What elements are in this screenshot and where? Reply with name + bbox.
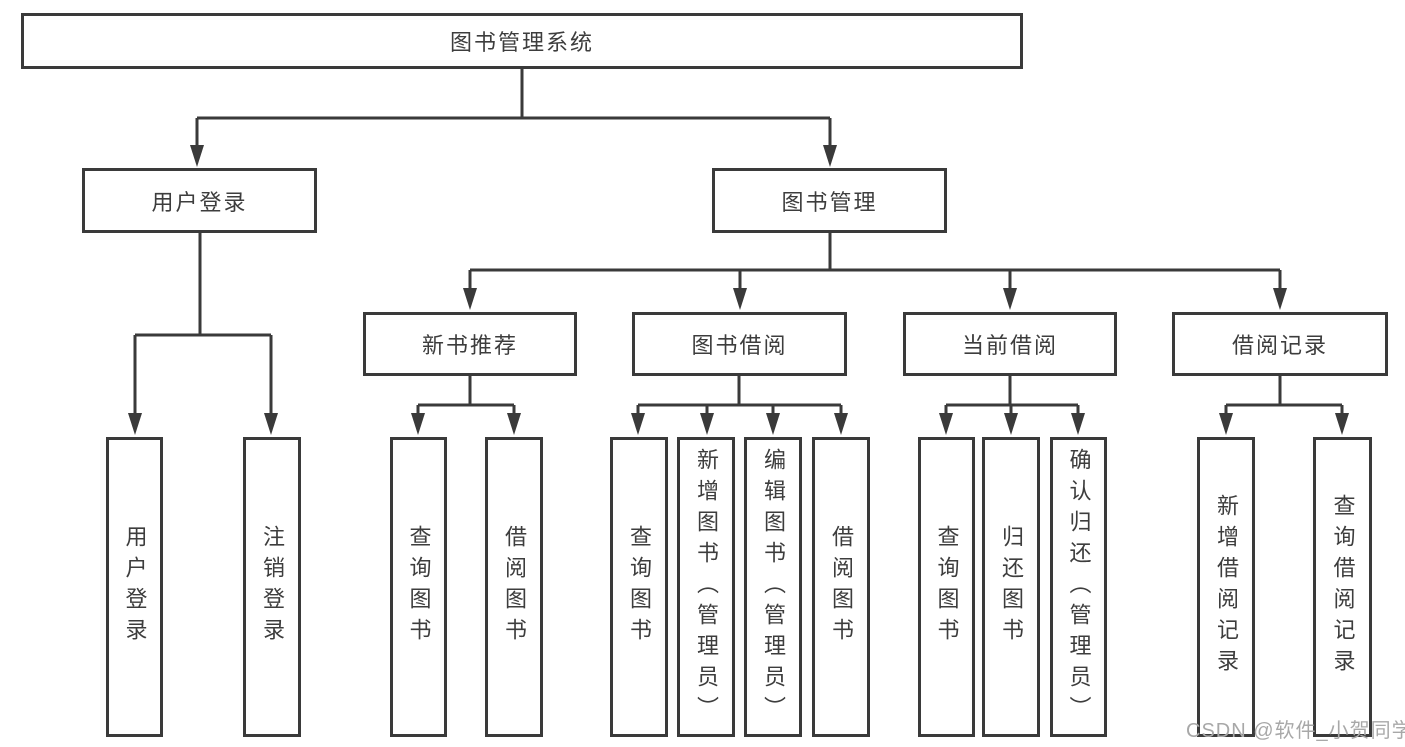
node-label: 借阅图书 <box>502 525 527 649</box>
node-book-borrowing: 图书借阅 <box>632 312 847 376</box>
leaf-borrow-books-recommend: 借阅图书 <box>485 437 543 737</box>
node-new-book-recommend: 新书推荐 <box>363 312 577 376</box>
node-label: 查询图书 <box>406 525 432 649</box>
node-label: 用户登录 <box>151 189 248 215</box>
node-label: 查询图书 <box>627 525 652 649</box>
node-label: 查询借阅记录 <box>1330 494 1356 680</box>
node-borrowing-records: 借阅记录 <box>1172 312 1388 376</box>
leaf-query-books-current: 查询图书 <box>918 437 975 737</box>
node-library-system: 图书管理系统 <box>21 13 1023 69</box>
leaf-query-books-recommend: 查询图书 <box>390 437 447 737</box>
node-label: 图书借阅 <box>691 333 788 358</box>
leaf-confirm-return-admin: 确认归还（管理员） <box>1050 437 1107 737</box>
leaf-borrow-books-borrowing: 借阅图书 <box>812 437 870 737</box>
node-label: 图书管理系统 <box>449 30 594 55</box>
leaf-return-books: 归还图书 <box>982 437 1040 737</box>
node-label: 编辑图书（管理员） <box>761 447 786 727</box>
node-label: 注销登录 <box>260 525 285 649</box>
node-label: 归还图书 <box>999 525 1024 649</box>
leaf-add-book-admin: 新增图书（管理员） <box>677 437 735 737</box>
node-label: 借阅图书 <box>829 525 854 649</box>
leaf-query-books-borrowing: 查询图书 <box>610 437 668 737</box>
node-label: 新书推荐 <box>421 333 518 358</box>
leaf-edit-book-admin: 编辑图书（管理员） <box>744 437 802 737</box>
node-user-login: 用户登录 <box>82 168 317 233</box>
node-label: 图书管理 <box>781 189 878 215</box>
node-current-borrowing: 当前借阅 <box>903 312 1117 376</box>
node-book-management: 图书管理 <box>712 168 947 233</box>
node-label: 当前借阅 <box>961 333 1058 358</box>
node-label: 新增借阅记录 <box>1214 494 1239 680</box>
leaf-query-borrow-record: 查询借阅记录 <box>1313 437 1372 737</box>
node-label: 确认归还（管理员） <box>1066 447 1092 727</box>
node-label: 借阅记录 <box>1231 333 1328 358</box>
leaf-logout: 注销登录 <box>243 437 301 737</box>
leaf-add-borrow-record: 新增借阅记录 <box>1197 437 1255 737</box>
node-label: 查询图书 <box>934 525 960 649</box>
csdn-watermark: CSDN @软件_小贺同学 <box>1186 720 1405 742</box>
node-label: 用户登录 <box>122 525 148 649</box>
leaf-user-login: 用户登录 <box>106 437 163 737</box>
node-label: 新增图书（管理员） <box>694 447 719 727</box>
